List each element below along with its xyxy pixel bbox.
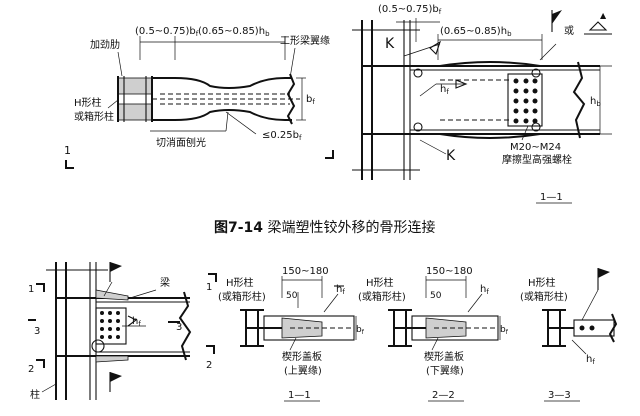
b3-dim-50: 50 (430, 291, 442, 301)
tr-hb-label: hb (590, 96, 601, 108)
bolt-group (513, 78, 538, 124)
weld-symbol-k-bottom: K (446, 148, 456, 164)
b2-col-1: H形柱 (226, 276, 254, 289)
section-2-2-bottom-flange: H形柱 (或箱形柱) 150~180 50 hf bf 楔形盖板 (下翼缘) 2… (358, 266, 509, 402)
weld-symbol-k-top: K (385, 36, 395, 52)
shear-tab (507, 73, 543, 127)
bottom-bolt-group (100, 311, 120, 339)
b4-col-2: (或箱形柱) (520, 290, 568, 303)
b2-flange: (上翼缘) (284, 364, 322, 377)
cut-depth-label: ≤0.25bf (262, 130, 302, 142)
tr-dim-a: (0.5~0.75)bf (378, 4, 442, 16)
b2-col-2: (或箱形柱) (218, 290, 266, 303)
b1-mark-3-left: 3 (34, 326, 40, 337)
b1-hf-label: hf (132, 316, 141, 328)
b3-flange: (下翼缘) (426, 364, 464, 377)
b3-col-2: (或箱形柱) (358, 290, 406, 303)
b3-col-1: H形柱 (366, 276, 394, 289)
b1-mark-2-right: 2 (206, 360, 212, 371)
bf-label: bf (306, 94, 315, 106)
column-stiffener-lower (117, 103, 153, 121)
b4-hf: hf (586, 354, 595, 366)
section-1-1-label: 1—1 (540, 192, 563, 203)
beam-label: 梁 (160, 276, 170, 289)
beam-flange-label: 工形梁翼缘 (280, 34, 330, 47)
column-label: 柱 (30, 388, 40, 401)
dim-b-text: (0.65~0.85)hb (198, 26, 270, 38)
b3-section-label: 2—2 (432, 390, 455, 401)
cut-polish-label: 切消面刨光 (156, 136, 206, 149)
section-mark-left: 1 (64, 144, 71, 157)
section-1-1-top-flange: H形柱 (或箱形柱) 150~180 50 hf bf 楔形盖板 (上翼缘) 1… (218, 266, 365, 402)
b1-mark-2-left: 2 (28, 364, 34, 375)
figure-caption: 图7-14 梁端塑性铰外移的骨形连接 (214, 219, 436, 236)
b1-mark-1-left: 1 (28, 284, 34, 295)
svg-text:▲: ▲ (600, 11, 607, 20)
flange-bottom-edge (152, 109, 292, 121)
b3-plate: 楔形盖板 (424, 350, 464, 363)
b3-hf: hf (480, 284, 489, 296)
section-3-3: H形柱 (或箱形柱) hf 3—3 (520, 268, 618, 402)
bolt-spec-label: M20~M24 (510, 142, 561, 153)
tr-hf-label: hf (440, 84, 449, 96)
b2-dim: 150~180 (282, 266, 329, 277)
b3-bf: bf (500, 325, 509, 336)
or-text: 或 (564, 25, 574, 37)
elevation-1-1: (0.5~0.75)bf (0.65~0.85)hb (352, 4, 612, 204)
bolt-type-label: 摩擦型高强螺栓 (502, 153, 572, 166)
b2-plate: 楔形盖板 (282, 350, 322, 363)
b2-section-label: 1—1 (288, 390, 311, 401)
tr-dim-b: (0.65~0.85)hb (440, 26, 512, 38)
stiffener-label: 加劲肋 (90, 38, 120, 51)
box-column-label: 或箱形柱 (74, 110, 114, 123)
flange-weld-beads (413, 68, 541, 132)
b2-bf: bf (356, 325, 365, 336)
b3-dim: 150~180 (426, 266, 473, 277)
b1-mark-3-right: 3 (176, 322, 182, 333)
b2-hf: hf (336, 284, 345, 296)
dim-a-text: (0.5~0.75)bf (135, 26, 199, 38)
b4-section-label: 3—3 (548, 390, 571, 401)
column-stiffener-upper (117, 77, 153, 95)
bottom-plan-view: 梁 hf 1 1 3 3 2 2 柱 (28, 262, 217, 401)
b4-col-1: H形柱 (528, 276, 556, 289)
flange-top-edge (152, 77, 292, 89)
h-column-label: H形柱 (74, 96, 102, 109)
b1-mark-1-right: 1 (206, 282, 212, 293)
dogbone-plan-view: (0.5~0.75)bf (0.65~0.85)hb 加劲肋 工形梁翼缘 bf … (64, 26, 334, 169)
b2-dim-50: 50 (286, 291, 298, 301)
